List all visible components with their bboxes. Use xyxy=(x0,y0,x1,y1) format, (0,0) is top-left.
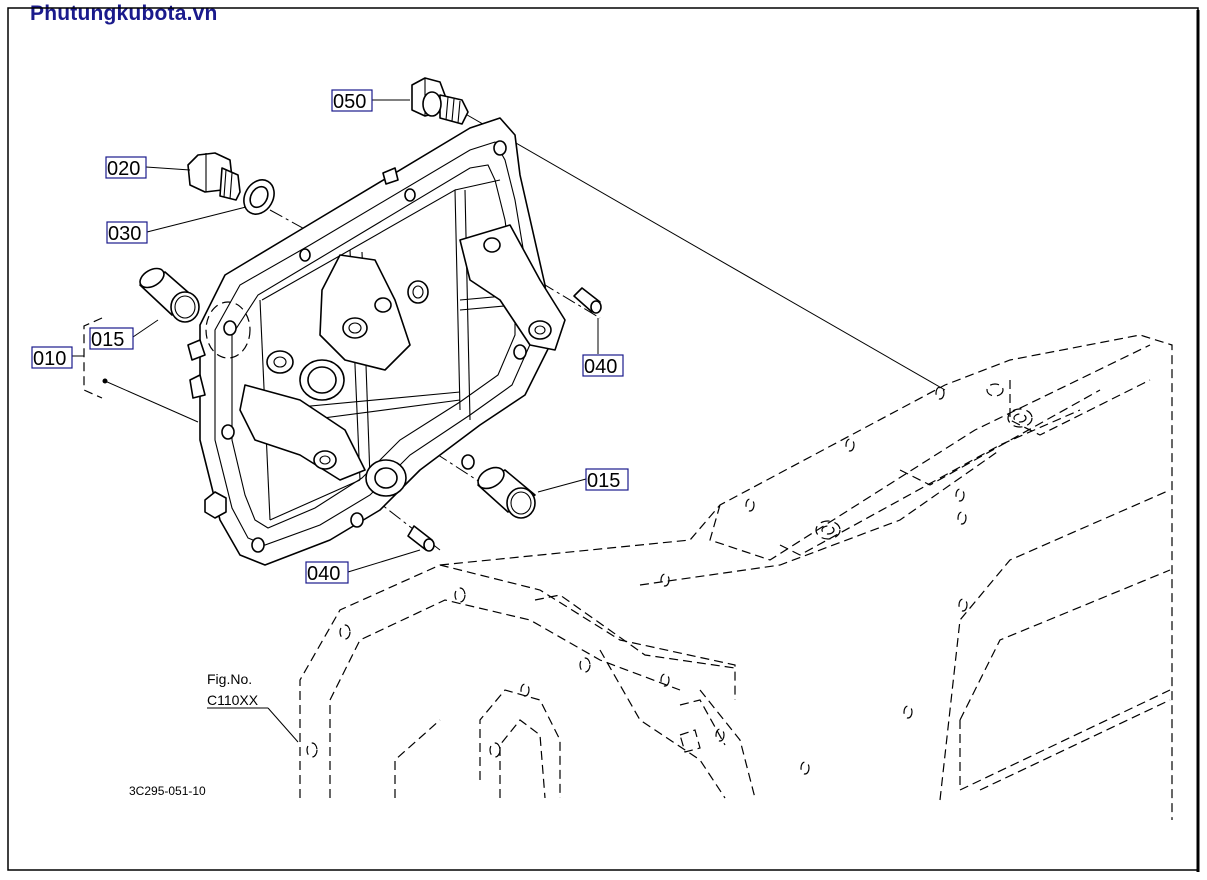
leader-lines xyxy=(72,99,599,743)
drawing-code: 3C295-051-10 xyxy=(129,784,206,798)
fig-ref-label: Fig.No. xyxy=(207,671,252,687)
svg-text:040: 040 xyxy=(307,563,340,585)
gear-case-cover xyxy=(187,117,566,566)
callout-020[interactable]: 020 xyxy=(105,156,147,180)
callout-030[interactable]: 030 xyxy=(106,221,148,245)
bracket-dot xyxy=(102,378,108,384)
part-015-bushing-upper xyxy=(139,267,200,323)
svg-text:015: 015 xyxy=(587,470,620,492)
svg-text:030: 030 xyxy=(108,223,141,245)
callout-040-lower[interactable]: 040 xyxy=(305,561,349,585)
part-030-gasket xyxy=(243,179,275,215)
callout-010[interactable]: 010 xyxy=(31,346,73,370)
part-050-bolt xyxy=(411,77,469,125)
svg-text:050: 050 xyxy=(333,91,366,113)
svg-text:015: 015 xyxy=(91,329,124,351)
svg-text:040: 040 xyxy=(584,356,617,378)
callout-050[interactable]: 050 xyxy=(331,89,373,113)
part-020-plug xyxy=(187,152,241,201)
part-040-pin-lower xyxy=(407,525,435,552)
svg-text:020: 020 xyxy=(107,158,140,180)
callout-040-upper[interactable]: 040 xyxy=(582,354,624,378)
fig-ref-number[interactable]: C110XX xyxy=(207,692,259,708)
svg-text:010: 010 xyxy=(33,348,66,370)
transmission-housing xyxy=(299,334,1173,820)
diagram-border xyxy=(7,7,1199,871)
callout-015-lower[interactable]: 015 xyxy=(585,468,629,492)
part-015-bushing-lower xyxy=(477,466,536,519)
callout-015-upper[interactable]: 015 xyxy=(89,327,134,351)
part-040-pin-upper xyxy=(573,287,602,314)
